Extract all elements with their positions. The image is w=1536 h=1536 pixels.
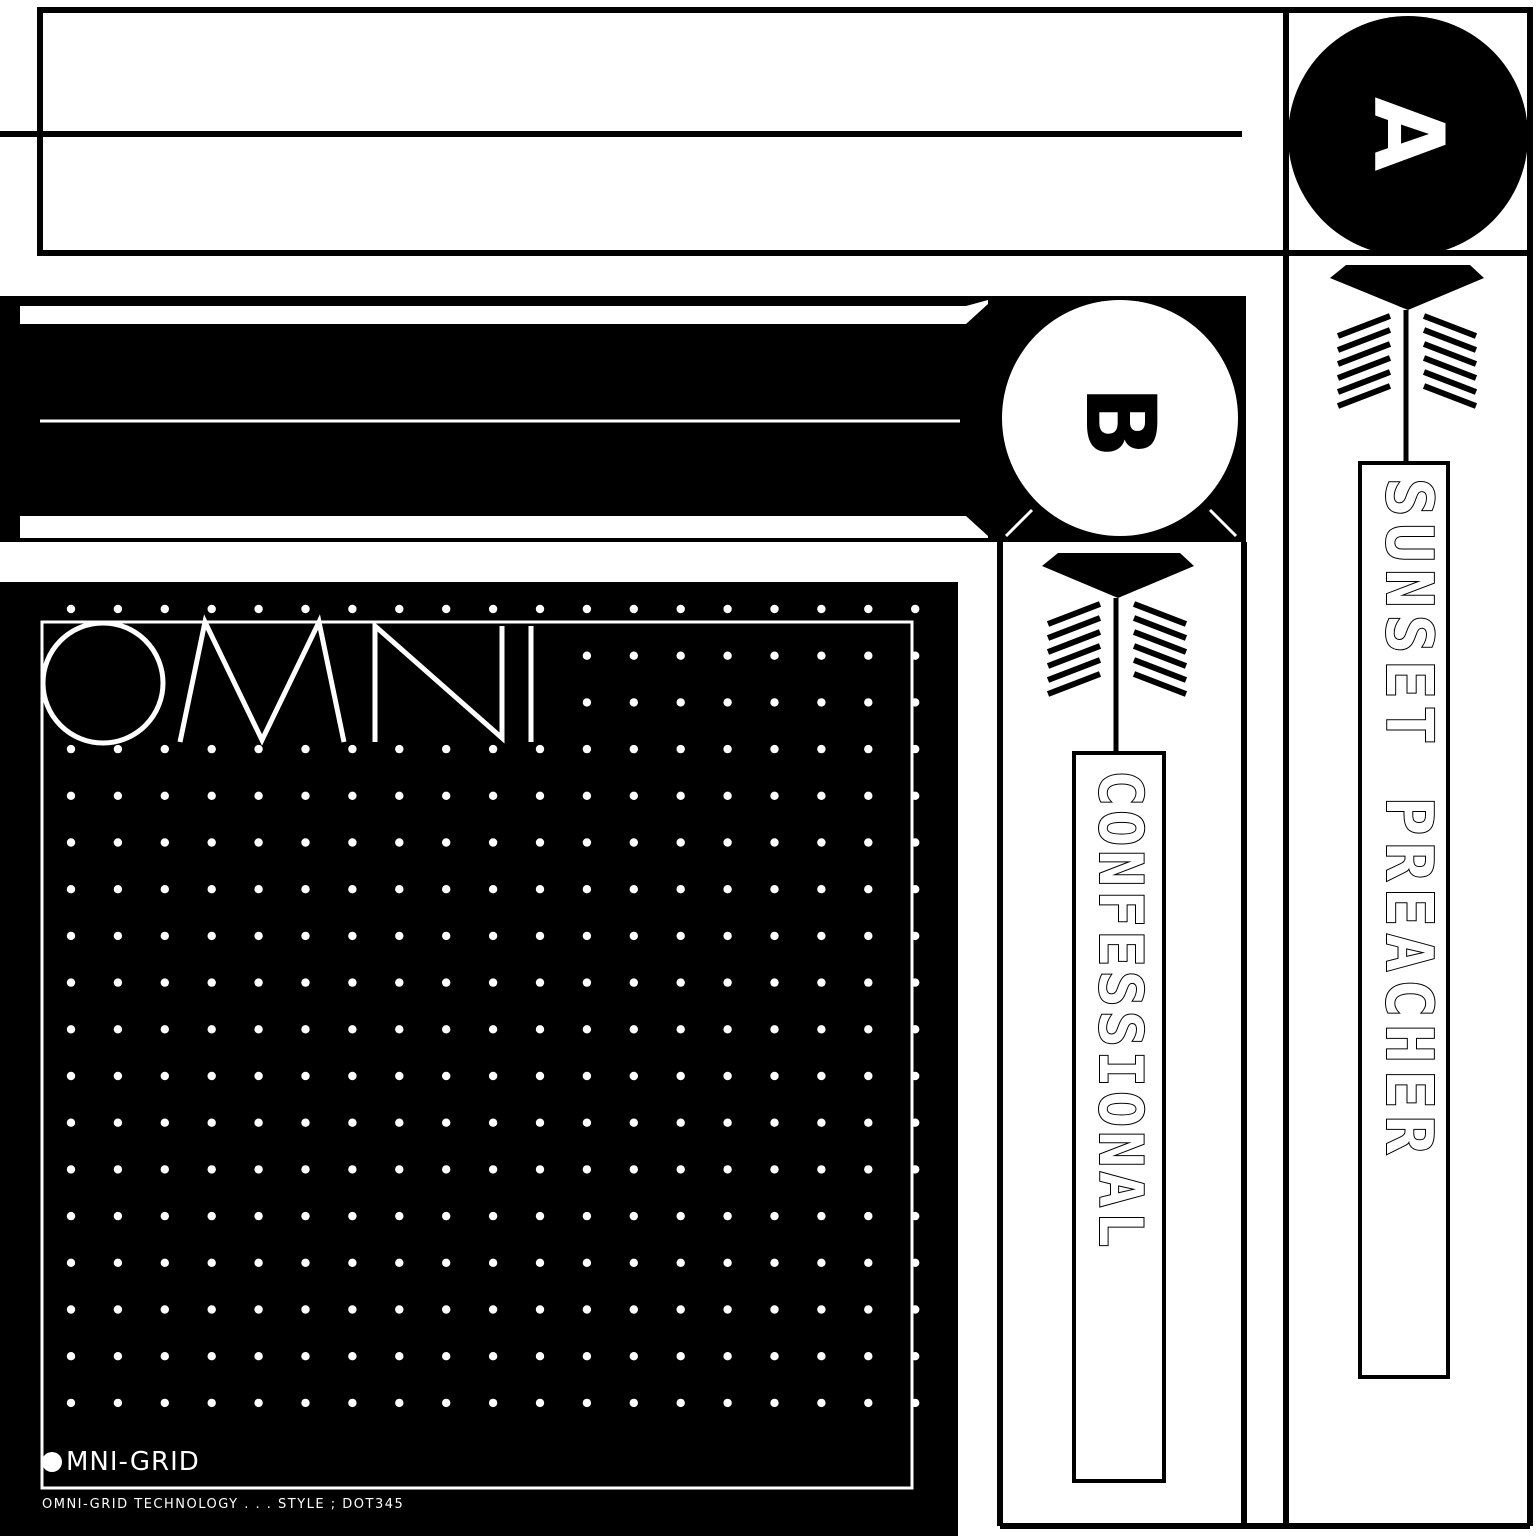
footer-text: OMNI-GRID TECHNOLOGY . . . STYLE ; DOT34… (42, 1497, 405, 1512)
omni-grid-panel (0, 582, 958, 1536)
hatch-stripes-icon (1132, 601, 1188, 697)
chevron-diamond-icon (1330, 265, 1484, 310)
hatch-stripes-icon (1336, 313, 1392, 409)
tape-b-band (0, 296, 1246, 542)
tape-a-title: SUNSET PREACHER (1370, 477, 1446, 1162)
tape-b-column (997, 542, 1286, 1529)
side-a-disc (1288, 16, 1528, 256)
tape-b-title: CONFESSIONAL (1084, 769, 1156, 1252)
tape-a-column (1286, 253, 1533, 1529)
top-frame (0, 7, 1533, 1526)
chevron-diamond-icon (1042, 553, 1194, 598)
dot-grid (66, 604, 920, 1408)
circle-dot-icon (42, 1452, 62, 1472)
hatch-stripes-icon (1422, 313, 1478, 409)
hatch-stripes-icon (1046, 601, 1102, 697)
brand-label: MNI-GRID (42, 1446, 200, 1478)
side-a-letter: A (1352, 96, 1464, 172)
side-b-letter: B (1064, 385, 1176, 459)
side-b-disc (1002, 300, 1238, 536)
omni-logo (40, 614, 534, 746)
brand-name: MNI-GRID (66, 1447, 200, 1477)
